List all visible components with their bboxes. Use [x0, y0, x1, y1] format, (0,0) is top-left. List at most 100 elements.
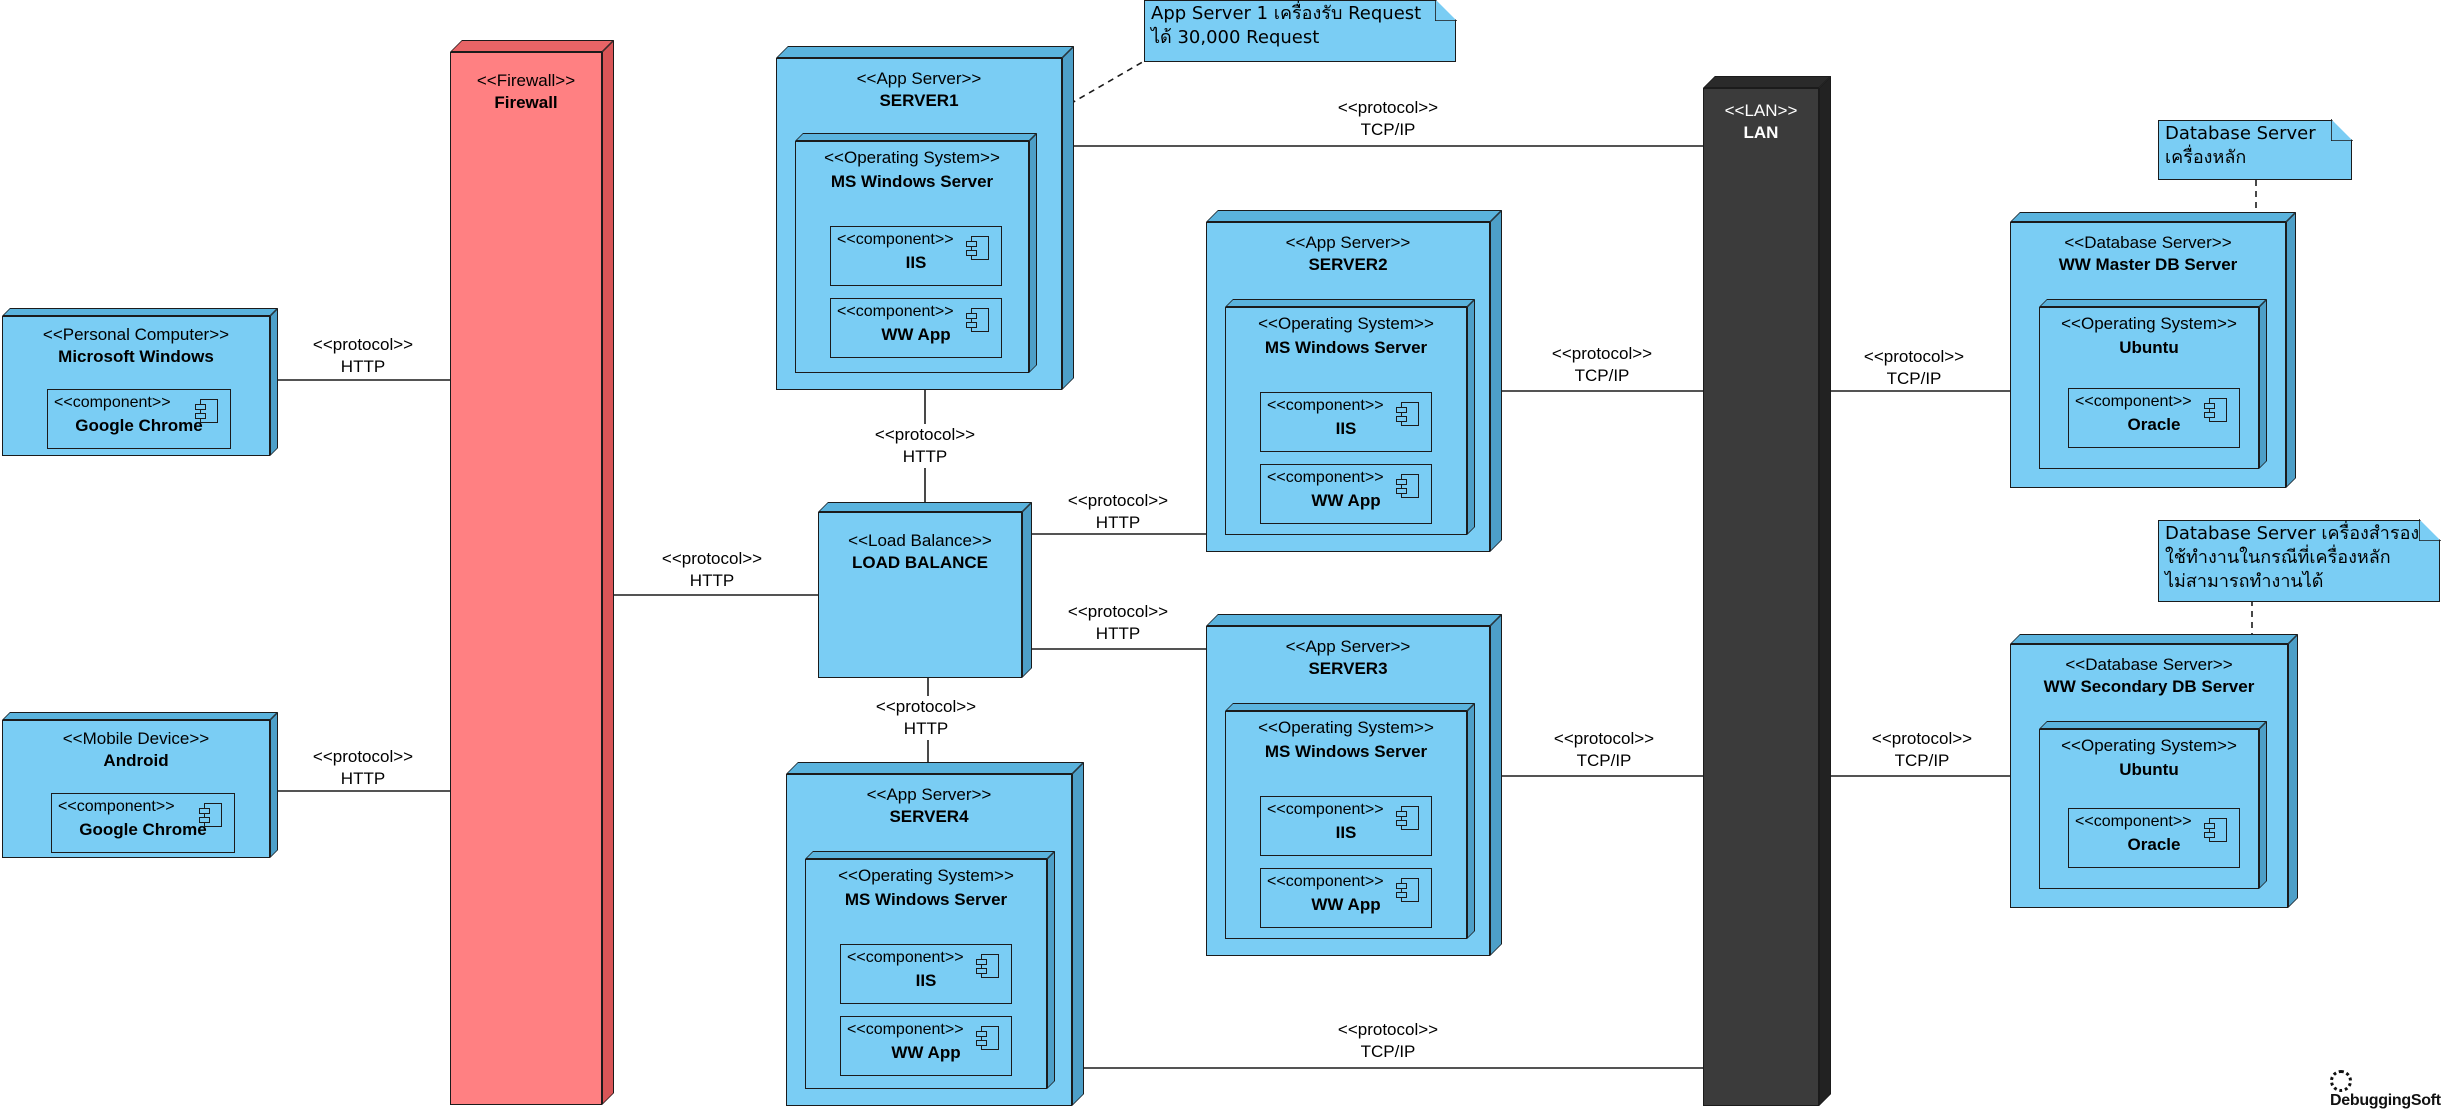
edge-label-firewall-loadbalance: <<protocol>> HTTP	[662, 548, 762, 592]
edge-protocol: TCP/IP	[1360, 1042, 1416, 1061]
component-stereotype: <<component>>	[837, 231, 954, 248]
server3-stereotype: <<App Server>>	[1285, 637, 1411, 656]
note-db-master-line-2: เครื่องหลัก	[2165, 147, 2247, 168]
component-icon	[976, 954, 999, 978]
debuggingsoft-logo: DebuggingSoft	[2330, 1070, 2445, 1110]
edge-stereotype: <<protocol>>	[1337, 98, 1439, 117]
os-stereotype: <<Operating System>>	[824, 148, 1000, 167]
component-icon	[1396, 474, 1419, 498]
edge-protocol: TCP/IP	[1574, 366, 1630, 385]
edge-stereotype: <<protocol>>	[1551, 344, 1653, 363]
mobile-name: Android	[103, 751, 169, 770]
component-ww-app: <<component>> WW App	[1260, 464, 1432, 524]
component-iis: <<component>> IIS	[1260, 392, 1432, 452]
edge-stereotype: <<protocol>>	[312, 335, 414, 354]
note-db-master: Database Server เครื่องหลัก	[2158, 119, 2353, 180]
edge-protocol: TCP/IP	[1894, 751, 1950, 770]
edge-label-server4-lan: <<protocol>> TCP/IP	[1338, 1019, 1438, 1063]
component-icon	[976, 1026, 999, 1050]
edge-label-loadbalance-server2: <<protocol>> HTTP	[1068, 490, 1168, 534]
gear-icon	[2330, 1070, 2352, 1092]
edge-protocol: HTTP	[689, 571, 735, 590]
component-name: WW App	[1311, 895, 1381, 914]
component-iis: <<component>> IIS	[840, 944, 1012, 1004]
edge-stereotype: <<protocol>>	[1067, 602, 1169, 621]
server1-stereotype: <<App Server>>	[856, 69, 982, 88]
os-stereotype: <<Operating System>>	[838, 866, 1014, 885]
component-name: IIS	[905, 253, 927, 272]
note-fold-icon	[1435, 0, 1457, 21]
edge-protocol: HTTP	[340, 769, 386, 788]
pc-component-chrome: <<component>> Google Chrome	[47, 389, 231, 449]
component-name: Oracle	[2127, 835, 2181, 854]
component-oracle: <<component>> Oracle	[2068, 808, 2240, 868]
note-db-master-line-1: Database Server	[2165, 123, 2316, 144]
component-iis: <<component>> IIS	[830, 226, 1002, 286]
server4-name: SERVER4	[889, 807, 969, 826]
db-master-stereotype: <<Database Server>>	[2064, 233, 2232, 252]
component-stereotype: <<component>>	[847, 949, 964, 966]
server1-os: <<Operating System>> MS Windows Server <…	[795, 133, 1037, 373]
component-stereotype: <<component>>	[1267, 469, 1384, 486]
logo-text: DebuggingSoft	[2330, 1092, 2441, 1109]
component-iis: <<component>> IIS	[1260, 796, 1432, 856]
note-fold-icon	[2419, 519, 2441, 541]
db-master-os: <<Operating System>> Ubuntu <<component>…	[2039, 299, 2267, 469]
edge-protocol: HTTP	[902, 447, 948, 466]
component-name: Google Chrome	[79, 820, 207, 839]
server1-node: <<App Server>> SERVER1 <<Operating Syste…	[776, 46, 1074, 390]
os-stereotype: <<Operating System>>	[1258, 718, 1434, 737]
edge-stereotype: <<protocol>>	[1067, 491, 1169, 510]
edge-stereotype: <<protocol>>	[661, 549, 763, 568]
edge-protocol: TCP/IP	[1886, 369, 1942, 388]
os-name: MS Windows Server	[1264, 338, 1428, 357]
component-ww-app: <<component>> WW App	[840, 1016, 1012, 1076]
component-name: Oracle	[2127, 415, 2181, 434]
os-name: Ubuntu	[2119, 338, 2179, 357]
mobile-stereotype: <<Mobile Device>>	[62, 729, 210, 748]
server2-stereotype: <<App Server>>	[1285, 233, 1411, 252]
lan-node: <<LAN>> LAN	[1703, 76, 1831, 1106]
component-stereotype: <<component>>	[2075, 393, 2192, 410]
component-icon	[966, 236, 989, 260]
edge-stereotype: <<protocol>>	[874, 425, 976, 444]
edge-stereotype: <<protocol>>	[1337, 1020, 1439, 1039]
os-name: Ubuntu	[2119, 760, 2179, 779]
os-stereotype: <<Operating System>>	[2061, 314, 2237, 333]
note-link-server1	[1069, 59, 1147, 105]
os-name: MS Windows Server	[844, 890, 1008, 909]
os-stereotype: <<Operating System>>	[2061, 736, 2237, 755]
server3-node: <<App Server>> SERVER3 <<Operating Syste…	[1206, 614, 1502, 956]
db-secondary-os: <<Operating System>> Ubuntu <<component>…	[2039, 721, 2267, 889]
os-name: MS Windows Server	[1264, 742, 1428, 761]
edge-protocol: HTTP	[1095, 624, 1141, 643]
lan-name: LAN	[1743, 123, 1779, 142]
server2-os: <<Operating System>> MS Windows Server <…	[1225, 299, 1475, 535]
edge-label-loadbalance-server3: <<protocol>> HTTP	[1068, 601, 1168, 645]
firewall-stereotype: <<Firewall>>	[476, 71, 576, 90]
firewall-name: Firewall	[494, 93, 558, 112]
note-fold-icon	[2331, 119, 2353, 141]
lan-stereotype: <<LAN>>	[1724, 101, 1798, 120]
component-name: IIS	[1335, 823, 1357, 842]
component-name: WW App	[891, 1043, 961, 1062]
component-icon	[1396, 402, 1419, 426]
note-db-secondary-line-3: ไม่สามารถทำงานได้	[2165, 571, 2324, 592]
edge-label-loadbalance-server4: <<protocol>> HTTP	[875, 696, 977, 740]
server1-name: SERVER1	[879, 91, 959, 110]
db-secondary-node: <<Database Server>> WW Secondary DB Serv…	[2010, 634, 2298, 908]
component-icon	[1396, 806, 1419, 830]
edge-label-lan-db-secondary: <<protocol>> TCP/IP	[1872, 728, 1972, 772]
note-server1-line-2: ได้ 30,000 Request	[1151, 27, 1320, 48]
server4-os: <<Operating System>> MS Windows Server <…	[805, 851, 1055, 1089]
note-server1: App Server 1 เครื่องรับ Request ได้ 30,0…	[1144, 0, 1457, 62]
component-name: WW App	[881, 325, 951, 344]
component-ww-app: <<component>> WW App	[830, 298, 1002, 358]
edge-protocol: HTTP	[340, 357, 386, 376]
server4-node: <<App Server>> SERVER4 <<Operating Syste…	[786, 762, 1084, 1106]
edge-stereotype: <<protocol>>	[1553, 729, 1655, 748]
component-stereotype: <<component>>	[1267, 873, 1384, 890]
component-icon	[195, 399, 218, 423]
note-db-secondary: Database Server เครื่องสำรอง ใช้ทำงานในก…	[2158, 519, 2441, 602]
